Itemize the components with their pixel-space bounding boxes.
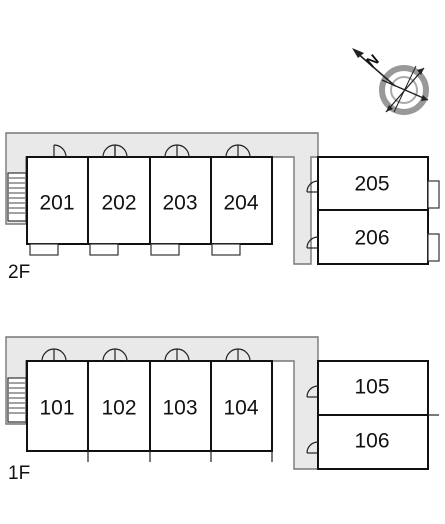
door-103 xyxy=(164,348,190,362)
unit-label-204: 204 xyxy=(223,192,258,215)
unit-105 xyxy=(317,360,429,416)
unit-204 xyxy=(210,156,273,245)
unit-label-101: 101 xyxy=(39,397,74,420)
door-202 xyxy=(102,144,128,158)
unit-202 xyxy=(87,156,151,245)
door-105 xyxy=(306,385,319,398)
door-101 xyxy=(41,348,67,362)
door-206 xyxy=(306,236,319,249)
staircase-1f xyxy=(7,377,27,423)
corridor-1f xyxy=(5,336,319,470)
balcony-205 xyxy=(427,180,440,209)
balcony-206 xyxy=(427,233,440,262)
unit-106 xyxy=(317,414,429,470)
compass-north-letter: N xyxy=(363,51,382,71)
door-106 xyxy=(306,441,319,454)
door-203 xyxy=(164,144,190,158)
unit-101 xyxy=(26,360,89,452)
door-102 xyxy=(102,348,128,362)
unit-102 xyxy=(87,360,151,452)
floor-label-2f: 2F xyxy=(8,262,30,283)
unit-label-203: 203 xyxy=(162,192,197,215)
unit-203 xyxy=(149,156,212,245)
unit-label-206: 206 xyxy=(354,227,389,250)
staircase-2f xyxy=(7,172,27,222)
floor-label-1f: 1F xyxy=(8,463,30,484)
unit-label-104: 104 xyxy=(223,397,258,420)
balcony-201 xyxy=(29,243,59,256)
unit-103 xyxy=(149,360,212,452)
unit-104 xyxy=(210,360,273,452)
door-201 xyxy=(53,144,67,158)
unit-label-202: 202 xyxy=(101,192,136,215)
door-205 xyxy=(306,180,319,193)
balcony-204 xyxy=(211,243,241,256)
balcony-203 xyxy=(150,243,180,256)
balcony-202 xyxy=(89,243,119,256)
corridor-2f xyxy=(5,132,319,265)
door-104 xyxy=(225,348,251,362)
unit-label-102: 102 xyxy=(101,397,136,420)
floor-2f: 201 202 203 204 205 206 2F xyxy=(5,132,440,283)
floor-1f: 101 102 103 104 105 106 1F xyxy=(5,336,439,484)
door-204 xyxy=(225,144,251,158)
unit-label-201: 201 xyxy=(39,192,74,215)
unit-label-106: 106 xyxy=(354,430,389,453)
unit-label-105: 105 xyxy=(354,376,389,399)
unit-label-103: 103 xyxy=(162,397,197,420)
unit-label-205: 205 xyxy=(354,173,389,196)
compass-rose-icon: N xyxy=(352,48,429,115)
